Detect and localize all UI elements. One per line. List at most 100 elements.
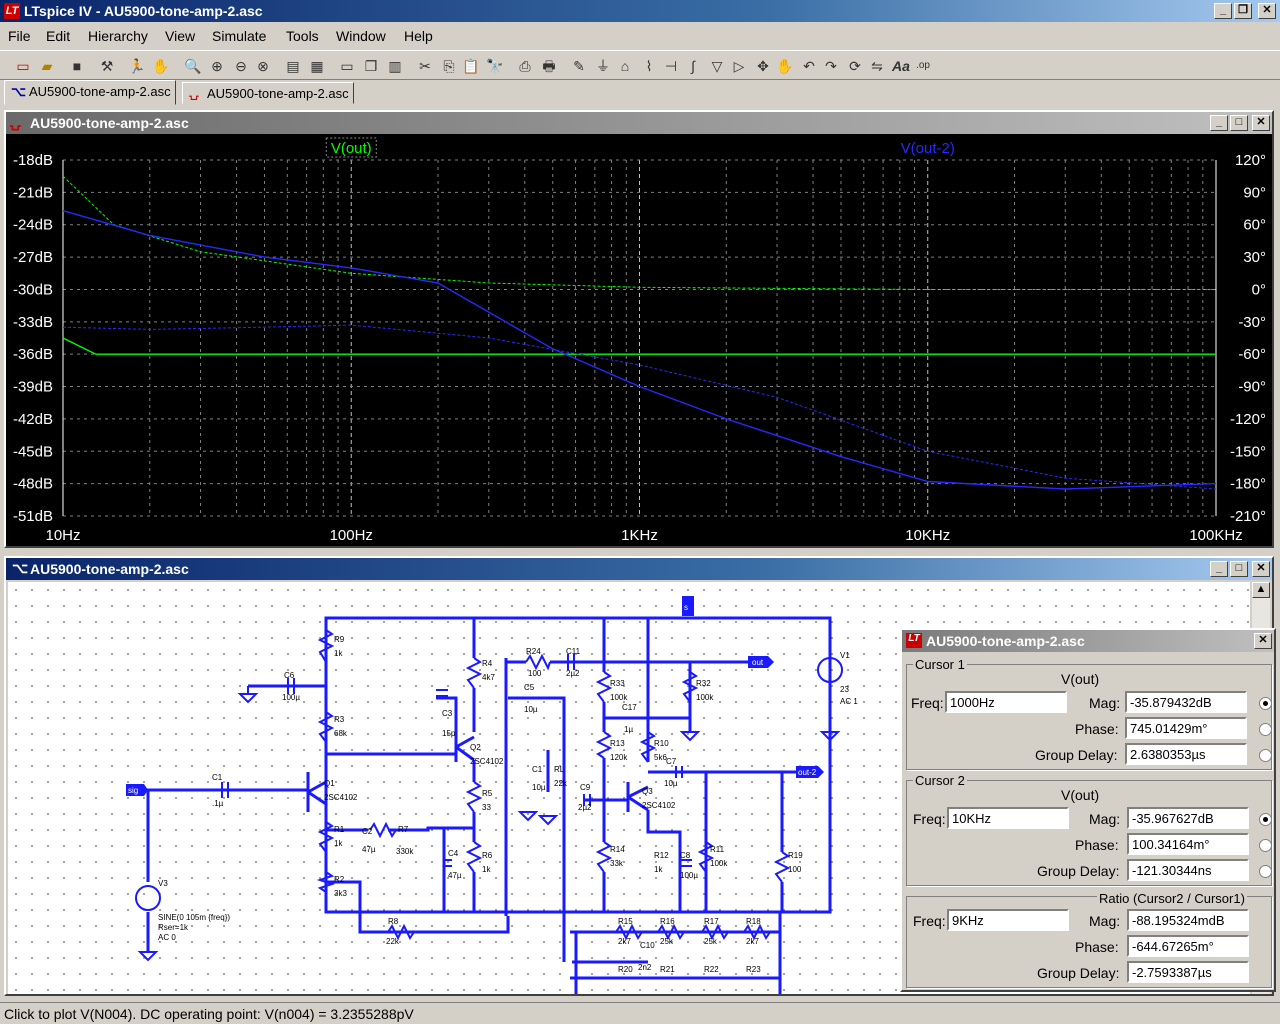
ratio-phase-field[interactable]: -644.67265m° <box>1127 935 1249 957</box>
x-tick-label: 10KHz <box>905 527 950 544</box>
rotate-icon[interactable]: ⟳ <box>849 58 861 74</box>
cursor1-mag-field[interactable]: -35.879432dB <box>1125 691 1247 713</box>
cursor1-freq-field[interactable]: 1000Hz <box>945 691 1067 713</box>
mirror-icon[interactable]: ⇋ <box>871 58 883 74</box>
menu-file[interactable]: File <box>8 28 31 44</box>
svg-text:5k6: 5k6 <box>654 753 667 762</box>
component-icon[interactable]: ▷ <box>733 58 745 74</box>
svg-text:R24: R24 <box>526 647 541 656</box>
svg-text:10µ: 10µ <box>664 779 678 788</box>
menu-edit[interactable]: Edit <box>46 28 71 44</box>
svg-text:33: 33 <box>482 803 491 812</box>
svg-text:R9: R9 <box>334 635 345 644</box>
run-icon[interactable]: 🏃 <box>128 58 146 74</box>
svg-text:R33: R33 <box>610 679 625 688</box>
print-icon[interactable]: 🖶 <box>542 58 556 74</box>
autorange-icon[interactable]: ▤ <box>286 58 300 74</box>
cut-icon[interactable]: ✂ <box>419 58 431 74</box>
diode-icon[interactable]: ▽ <box>711 58 723 74</box>
redo-icon[interactable]: ↷ <box>825 58 837 74</box>
cursor1-mag-radio[interactable] <box>1259 697 1272 710</box>
waveform-window: ⍽ AU5900-tone-amp-2.asc _ □ ✕ <box>4 110 1274 548</box>
cursor1-group-delay-field[interactable]: 2.6380353µs <box>1125 743 1247 765</box>
tile-vertical-icon[interactable]: ▥ <box>388 58 402 74</box>
capacitor-icon[interactable]: ⊣ <box>664 58 678 74</box>
waveform-minimize-button[interactable]: _ <box>1210 115 1228 131</box>
ratio-freq-field[interactable]: 9KHz <box>947 909 1069 931</box>
tab-schematic[interactable]: ⌥ AU5900-tone-amp-2.asc <box>4 80 176 105</box>
restore-button[interactable]: ❐ <box>1234 3 1252 19</box>
spice-directive-icon[interactable]: .op <box>916 60 930 71</box>
save-icon[interactable]: ■ <box>72 58 82 74</box>
zoom-fit-icon[interactable]: ⊗ <box>257 58 269 74</box>
waveform-close-button[interactable]: ✕ <box>1252 115 1270 131</box>
pan-icon[interactable]: ⊕ <box>211 58 223 74</box>
schematic-minimize-button[interactable]: _ <box>1210 561 1228 577</box>
move-icon[interactable]: ✥ <box>757 58 769 74</box>
control-panel-icon[interactable]: ⚒ <box>100 58 114 74</box>
halt-icon[interactable]: ✋ <box>152 58 170 74</box>
cursor2-freq-field[interactable]: 10KHz <box>947 807 1069 829</box>
cursor2-phase-radio[interactable] <box>1259 839 1272 852</box>
trace-label-vout: V(out) <box>331 140 372 157</box>
cascade-icon[interactable]: ❐ <box>364 58 378 74</box>
ratio-group-delay-field[interactable]: -2.7593387µs <box>1127 961 1249 983</box>
cursor2-mag-radio[interactable] <box>1259 813 1272 826</box>
y-right-tick-label: -90° <box>1238 379 1266 396</box>
open-folder-icon[interactable]: ▰ <box>41 58 53 74</box>
svg-text:V1: V1 <box>840 651 850 660</box>
y-left-tick-label: -39dB <box>13 379 53 396</box>
menu-hierarchy[interactable]: Hierarchy <box>88 28 148 44</box>
cursor1-group-delay-radio[interactable] <box>1259 749 1272 762</box>
svg-text:R19: R19 <box>788 851 803 860</box>
svg-text:R12: R12 <box>654 851 669 860</box>
schematic-close-button[interactable]: ✕ <box>1252 561 1270 577</box>
menu-help[interactable]: Help <box>404 28 433 44</box>
scroll-up-button[interactable]: ▲ <box>1252 582 1270 598</box>
tab-waveform[interactable]: ⍽ AU5900-tone-amp-2.asc <box>182 82 354 104</box>
minimize-button[interactable]: _ <box>1214 3 1232 19</box>
schematic-window: ⌥ AU5900-tone-amp-2.asc _ □ ✕ <box>4 556 1274 996</box>
cursor1-phase-radio[interactable] <box>1259 723 1272 736</box>
cursor2-group-delay-radio[interactable] <box>1259 865 1272 878</box>
resistor-icon[interactable]: ⌇ <box>645 58 653 74</box>
svg-text:out-2: out-2 <box>798 768 817 777</box>
draw-wire-icon[interactable]: ✎ <box>573 58 585 74</box>
drag-icon[interactable]: ✋ <box>776 58 794 74</box>
menu-view[interactable]: View <box>165 28 196 44</box>
zoom-in-icon[interactable]: 🔍 <box>184 58 202 74</box>
paste-icon[interactable]: 📋 <box>462 58 480 74</box>
y-left-tick-label: -30dB <box>13 281 53 298</box>
find-icon[interactable]: 🔭 <box>486 58 504 74</box>
menu-window[interactable]: Window <box>336 28 386 44</box>
print-setup-icon[interactable]: ⎙ <box>519 58 531 74</box>
svg-text:R16: R16 <box>660 917 675 926</box>
copy-icon[interactable]: ⎘ <box>443 58 455 74</box>
new-schematic-icon[interactable]: ▭ <box>16 58 30 74</box>
waveform-maximize-button[interactable]: □ <box>1230 115 1248 131</box>
ground-icon[interactable]: ⏚ <box>596 58 610 74</box>
cursor-readout-panel[interactable]: LT AU5900-tone-amp-2.asc ✕ Cursor 1 V(ou… <box>900 628 1276 992</box>
cursor2-phase-field[interactable]: 100.34164m° <box>1127 833 1249 855</box>
ratio-mag-field[interactable]: -88.195324mdB <box>1127 909 1249 931</box>
close-button[interactable]: ✕ <box>1258 3 1276 19</box>
menu-tools[interactable]: Tools <box>286 28 319 44</box>
undo-icon[interactable]: ↶ <box>803 58 815 74</box>
cursor2-group-delay-field[interactable]: -121.30344ns <box>1127 859 1249 881</box>
cursor1-phase-field[interactable]: 745.01429m° <box>1125 717 1247 739</box>
inductor-icon[interactable]: ∫ <box>691 58 695 74</box>
tile-horizontal-icon[interactable]: ▭ <box>340 58 354 74</box>
x-tick-label: 100Hz <box>330 527 373 544</box>
text-icon[interactable]: Aa <box>892 58 910 74</box>
grid-icon[interactable]: ▦ <box>310 58 324 74</box>
schematic-maximize-button[interactable]: □ <box>1230 561 1248 577</box>
cursor-panel-close-button[interactable]: ✕ <box>1254 633 1272 649</box>
svg-text:R8: R8 <box>388 917 399 926</box>
menu-simulate[interactable]: Simulate <box>212 28 267 44</box>
zoom-out-icon[interactable]: ⊖ <box>235 58 247 74</box>
cursor2-mag-field[interactable]: -35.967627dB <box>1127 807 1249 829</box>
ratio-group-delay-label: Group Delay: <box>1037 965 1120 981</box>
label-net-icon[interactable]: ⌂ <box>620 58 630 74</box>
